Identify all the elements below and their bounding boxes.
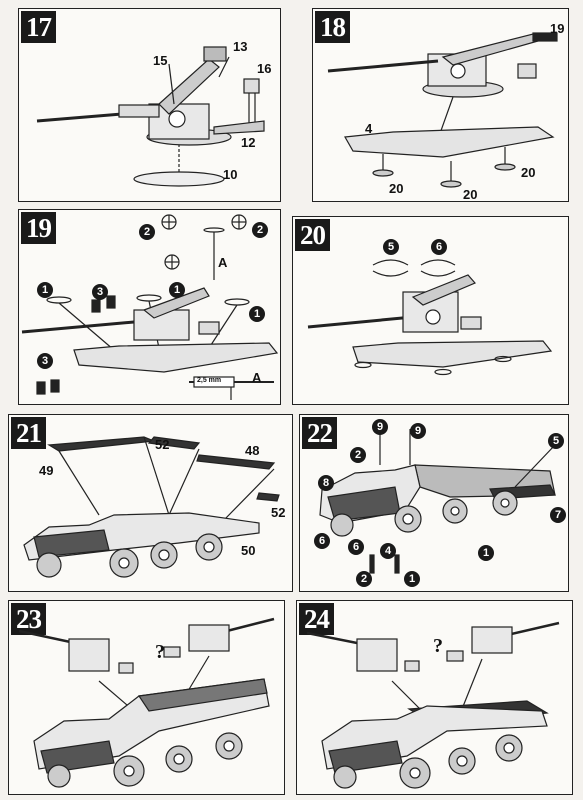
step-19-measurement: 2,5 mm bbox=[197, 377, 222, 384]
step-20-illustration bbox=[307, 259, 553, 376]
step-22-badge-2-top: 2 bbox=[350, 447, 366, 463]
step-19-badge-1-a: 1 bbox=[37, 282, 53, 298]
step-19-number: 19 bbox=[21, 212, 56, 244]
step-18-label-19: 19 bbox=[550, 21, 565, 36]
step-19-panel: 19 2 2 A 1 1 bbox=[18, 209, 281, 405]
step-19-label-a-bottom: A bbox=[252, 370, 262, 385]
step-23-question-mark: ? bbox=[155, 641, 165, 663]
step-22-badge-2-bottom: 2 bbox=[356, 571, 372, 587]
step-17-panel: 17 15 13 16 12 10 bbox=[18, 8, 281, 202]
step-22-badge-1-bottom: 1 bbox=[404, 571, 420, 587]
step-17-illustration bbox=[36, 46, 265, 187]
step-24-question-mark: ? bbox=[433, 635, 443, 657]
step-20-panel: 20 5 6 bbox=[292, 216, 569, 405]
step-22-badge-6-a: 6 bbox=[314, 533, 330, 549]
step-20-badge-5: 5 bbox=[383, 239, 399, 255]
step-21-label-48: 48 bbox=[245, 443, 260, 458]
step-24-panel: 24 ? bbox=[296, 600, 573, 795]
step-19-badge-3-bottom: 3 bbox=[37, 353, 53, 369]
step-18-label-20-a: 20 bbox=[389, 181, 404, 196]
step-17-label-10: 10 bbox=[223, 167, 238, 182]
step-19-badge-1-c: 1 bbox=[249, 306, 265, 322]
step-22-badge-9-a: 9 bbox=[372, 419, 388, 435]
step-22-badge-5: 5 bbox=[548, 433, 564, 449]
step-23-illustration bbox=[18, 617, 275, 788]
step-18-number: 18 bbox=[315, 11, 350, 43]
step-17-label-15: 15 bbox=[153, 53, 168, 68]
step-22-badge-1-right: 1 bbox=[478, 545, 494, 561]
step-20-badge-6: 6 bbox=[431, 239, 447, 255]
step-23-panel: 23 ? bbox=[8, 600, 285, 795]
step-19-badge-1-b: 1 bbox=[169, 282, 185, 298]
step-18-label-4: 4 bbox=[365, 121, 373, 136]
step-17-label-16: 16 bbox=[257, 61, 272, 76]
step-21-label-52-top: 52 bbox=[155, 437, 170, 452]
step-22-badge-9-b: 9 bbox=[410, 423, 426, 439]
step-19-badge-3-top: 3 bbox=[92, 284, 108, 300]
step-18-illustration bbox=[327, 32, 558, 188]
step-18-panel: 18 19 4 20 20 20 bbox=[312, 8, 569, 202]
step-21-label-49: 49 bbox=[39, 463, 54, 478]
step-17-number: 17 bbox=[21, 11, 56, 43]
step-18-label-20-b: 20 bbox=[463, 187, 478, 202]
step-19-badge-2-right: 2 bbox=[252, 222, 268, 238]
step-22-badge-6-b: 6 bbox=[348, 539, 364, 555]
step-19-label-a-top: A bbox=[218, 255, 228, 270]
step-22-badge-4: 4 bbox=[380, 543, 396, 559]
step-24-number: 24 bbox=[299, 603, 334, 635]
step-21-illustration bbox=[23, 436, 280, 578]
step-19-badge-2-left: 2 bbox=[139, 224, 155, 240]
step-21-label-50: 50 bbox=[241, 543, 256, 558]
step-22-badge-8: 8 bbox=[318, 475, 334, 491]
step-19-illustration bbox=[21, 214, 279, 400]
step-23-number: 23 bbox=[11, 603, 46, 635]
step-20-number: 20 bbox=[295, 219, 330, 251]
step-22-number: 22 bbox=[302, 417, 337, 449]
step-21-panel: 21 52 48 49 52 50 bbox=[8, 414, 293, 592]
step-22-badge-7: 7 bbox=[550, 507, 566, 523]
step-21-label-52-right: 52 bbox=[271, 505, 286, 520]
step-22-panel: 22 9 9 2 8 5 7 6 6 4 2 1 1 bbox=[299, 414, 569, 592]
step-21-number: 21 bbox=[11, 417, 46, 449]
step-18-label-20-c: 20 bbox=[521, 165, 536, 180]
step-22-illustration bbox=[319, 429, 556, 574]
step-24-illustration bbox=[306, 621, 560, 789]
step-17-label-12: 12 bbox=[241, 135, 256, 150]
step-17-label-13: 13 bbox=[233, 39, 248, 54]
